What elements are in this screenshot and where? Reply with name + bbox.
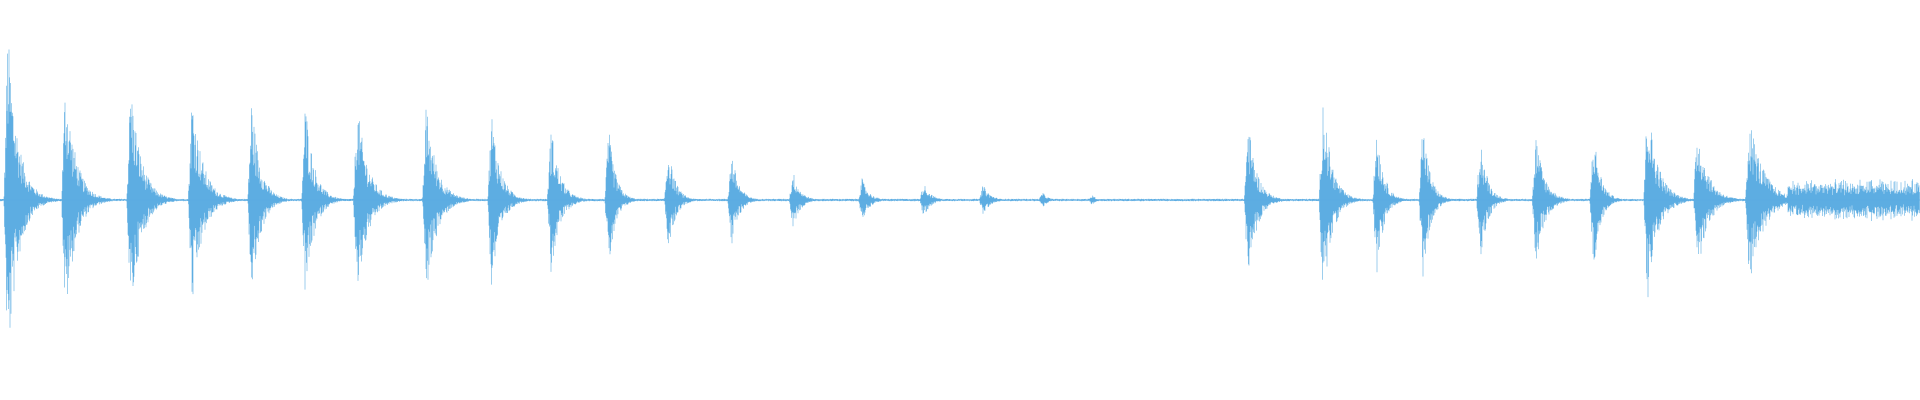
waveform-trace bbox=[0, 49, 1920, 328]
